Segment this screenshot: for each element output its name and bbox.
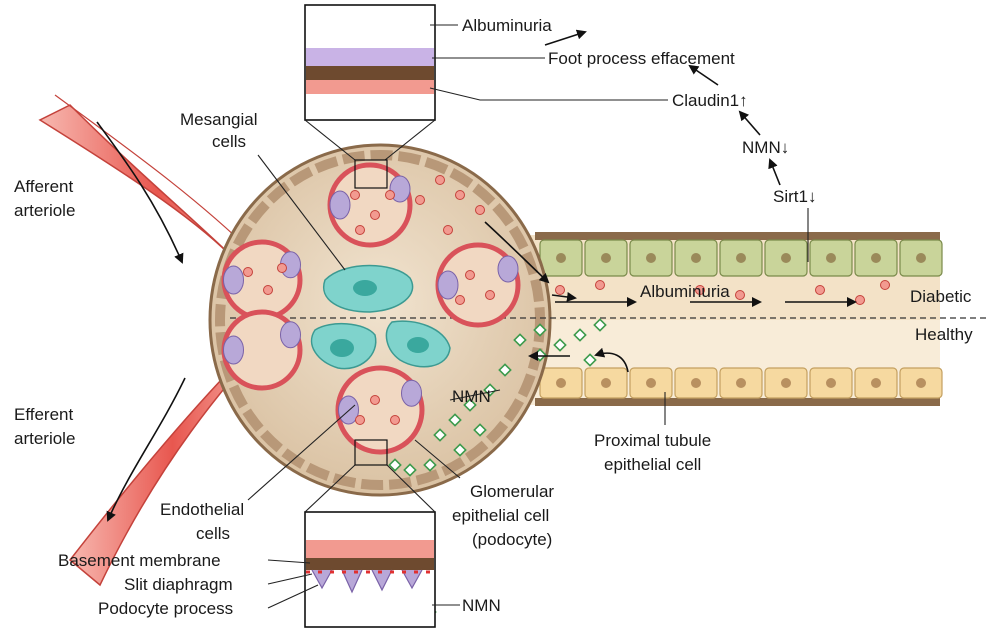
cell-nucleus bbox=[826, 253, 836, 263]
label-afferent-1: Afferent bbox=[14, 177, 74, 196]
cell-nucleus bbox=[781, 378, 791, 388]
albumin-dot bbox=[264, 286, 273, 295]
cell-nucleus bbox=[646, 378, 656, 388]
label-afferent-2: arteriole bbox=[14, 201, 75, 220]
label-efferent-2: arteriole bbox=[14, 429, 75, 448]
label-diabetic: Diabetic bbox=[910, 287, 972, 306]
cell-nucleus bbox=[826, 378, 836, 388]
podocyte bbox=[330, 191, 350, 219]
podocyte bbox=[498, 256, 518, 282]
cell-nucleus bbox=[871, 253, 881, 263]
albumin-dot bbox=[466, 271, 475, 280]
albumin-dot bbox=[444, 226, 453, 235]
cell-nucleus bbox=[691, 378, 701, 388]
label-basement-membrane: Basement membrane bbox=[58, 551, 221, 570]
label-slit-diaphragm: Slit diaphragm bbox=[124, 575, 233, 594]
albumin-dot bbox=[456, 296, 465, 305]
albumin-dot bbox=[816, 286, 825, 295]
label-albuminuria-tubule: Albuminuria bbox=[640, 282, 730, 301]
albumin-dot bbox=[356, 226, 365, 235]
label-glomerular-1: Glomerular bbox=[470, 482, 554, 501]
albumin-dot bbox=[244, 268, 253, 277]
label-efferent-1: Efferent bbox=[14, 405, 74, 424]
label-foot-process-effacement: Foot process effacement bbox=[548, 49, 735, 68]
label-healthy: Healthy bbox=[915, 325, 973, 344]
podocyte bbox=[224, 336, 244, 364]
podocyte bbox=[224, 266, 244, 294]
cell-nucleus bbox=[601, 378, 611, 388]
albumin-dot bbox=[556, 286, 565, 295]
label-endothelial-1: Endothelial bbox=[160, 500, 244, 519]
albumin-dot bbox=[856, 296, 865, 305]
cell-nucleus bbox=[916, 378, 926, 388]
albumin-dot bbox=[356, 416, 365, 425]
cell-nucleus bbox=[781, 253, 791, 263]
albumin-dot bbox=[391, 416, 400, 425]
podocyte bbox=[438, 271, 458, 299]
cell-nucleus bbox=[556, 253, 566, 263]
podocyte bbox=[281, 322, 301, 348]
label-endothelial-2: cells bbox=[196, 524, 230, 543]
albumin-dot bbox=[371, 396, 380, 405]
albumin-dot bbox=[736, 291, 745, 300]
cell-nucleus bbox=[736, 378, 746, 388]
albumin-dot bbox=[351, 191, 360, 200]
label-proximal-2: epithelial cell bbox=[604, 455, 701, 474]
albumin-dot bbox=[371, 211, 380, 220]
label-nmn-bottom: NMN bbox=[462, 596, 501, 615]
albumin-dot bbox=[486, 291, 495, 300]
albumin-dot bbox=[386, 191, 395, 200]
podocyte bbox=[402, 380, 422, 406]
albumin-dot bbox=[456, 191, 465, 200]
label-claudin1: Claudin1↑ bbox=[672, 91, 748, 110]
cell-nucleus bbox=[916, 253, 926, 263]
albumin-dot bbox=[881, 281, 890, 290]
albumin-dot bbox=[416, 196, 425, 205]
tubule-cells-healthy bbox=[540, 368, 942, 398]
label-glomerular-3: (podocyte) bbox=[472, 530, 552, 549]
cell-nucleus bbox=[556, 378, 566, 388]
label-proximal-1: Proximal tubule bbox=[594, 431, 711, 450]
cell-nucleus bbox=[601, 253, 611, 263]
label-glomerular-2: epithelial cell bbox=[452, 506, 549, 525]
label-nmn-mid: NMN bbox=[452, 387, 491, 406]
cell-nucleus bbox=[871, 378, 881, 388]
albumin-dot bbox=[476, 206, 485, 215]
label-sirt1: Sirt1↓ bbox=[773, 187, 816, 206]
label-podocyte-process: Podocyte process bbox=[98, 599, 233, 618]
albumin-dot bbox=[436, 176, 445, 185]
label-mesangial-1: Mesangial bbox=[180, 110, 258, 129]
tubule-cells-diabetic bbox=[540, 240, 942, 276]
cell-nucleus bbox=[736, 253, 746, 263]
label-mesangial-2: cells bbox=[212, 132, 246, 151]
label-nmn-down: NMN↓ bbox=[742, 138, 789, 157]
cell-nucleus bbox=[646, 253, 656, 263]
albumin-dot bbox=[278, 264, 287, 273]
albumin-dot bbox=[596, 281, 605, 290]
cell-nucleus bbox=[691, 253, 701, 263]
label-albuminuria-top: Albuminuria bbox=[462, 16, 552, 35]
